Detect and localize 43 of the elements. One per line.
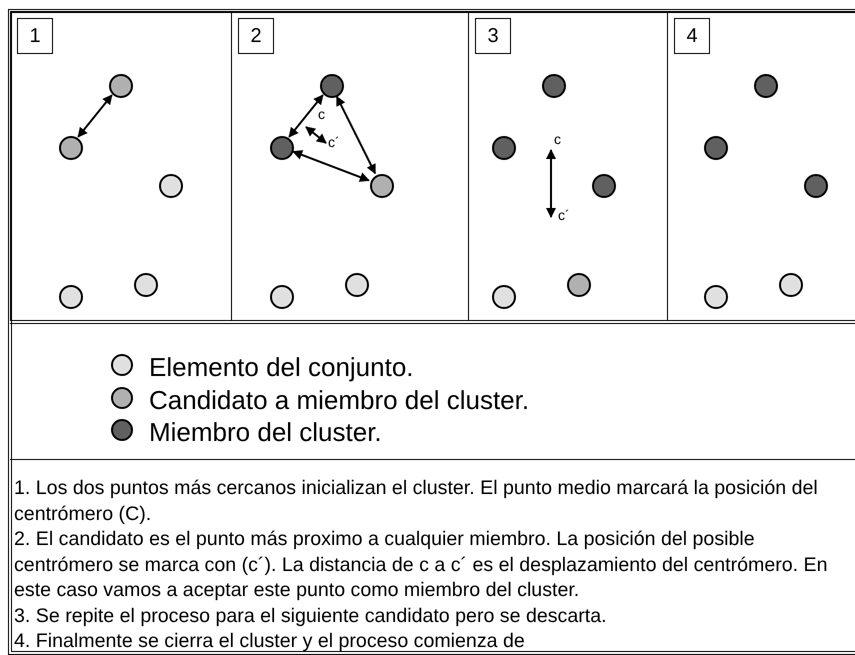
point-circle <box>754 74 778 98</box>
point-circle <box>320 74 344 98</box>
point-circle <box>370 174 394 198</box>
legend-text: Miembro del cluster. <box>149 417 382 447</box>
point-circle <box>270 285 294 309</box>
point-circle <box>779 273 803 297</box>
point-circle <box>59 136 83 160</box>
point-circle <box>492 136 516 160</box>
centroid-label: c´ <box>558 208 570 223</box>
point-circle <box>345 273 369 297</box>
centroid-label: c <box>554 132 561 147</box>
step-panel <box>10 11 231 321</box>
point-circle <box>704 285 728 309</box>
point-circle <box>542 74 566 98</box>
point-circle <box>592 174 616 198</box>
point-circle <box>492 285 516 309</box>
step-panel <box>667 11 855 321</box>
step-number: 4 <box>674 18 710 54</box>
arrow <box>77 94 113 138</box>
step-description: 3. Se repite el proceso para el siguiente candidato pero se descarta. <box>14 604 608 628</box>
legend-text: Elemento del conjunto. <box>149 352 414 382</box>
step-number: 1 <box>17 18 53 54</box>
centroid-label: c <box>318 107 325 122</box>
point-circle <box>159 174 183 198</box>
point-circle <box>59 285 83 309</box>
point-circle <box>134 273 158 297</box>
centroid-label: c´ <box>328 135 340 150</box>
step-number: 3 <box>475 18 511 54</box>
arrow <box>288 94 324 138</box>
step-panel <box>231 11 468 321</box>
point-circle <box>567 273 591 297</box>
point-circle <box>704 136 728 160</box>
legend-text: Candidato a miembro del cluster. <box>149 384 530 414</box>
step-description: 2. El candidato es el punto más proximo a cualquier miembro. La posición del posible centrómero se marca con (c´). La distancia de c a c´ es el desplazamiento del centrómero. En este caso vamos a aceptar este punto como miembro del cluster. <box>14 527 829 603</box>
step-description: 4. Finalmente se cierra el cluster y el proceso comienza de <box>14 629 526 654</box>
step-description: 1. Los dos puntos más cercanos inicializan el cluster. El punto medio marcará la posición del centrómero (C). <box>14 476 819 526</box>
arrow <box>292 150 370 182</box>
point-circle <box>109 74 133 98</box>
point-circle <box>804 174 828 198</box>
step-panel <box>468 11 667 321</box>
arrow <box>336 96 376 174</box>
point-circle <box>270 136 294 160</box>
step-number: 2 <box>238 18 274 54</box>
